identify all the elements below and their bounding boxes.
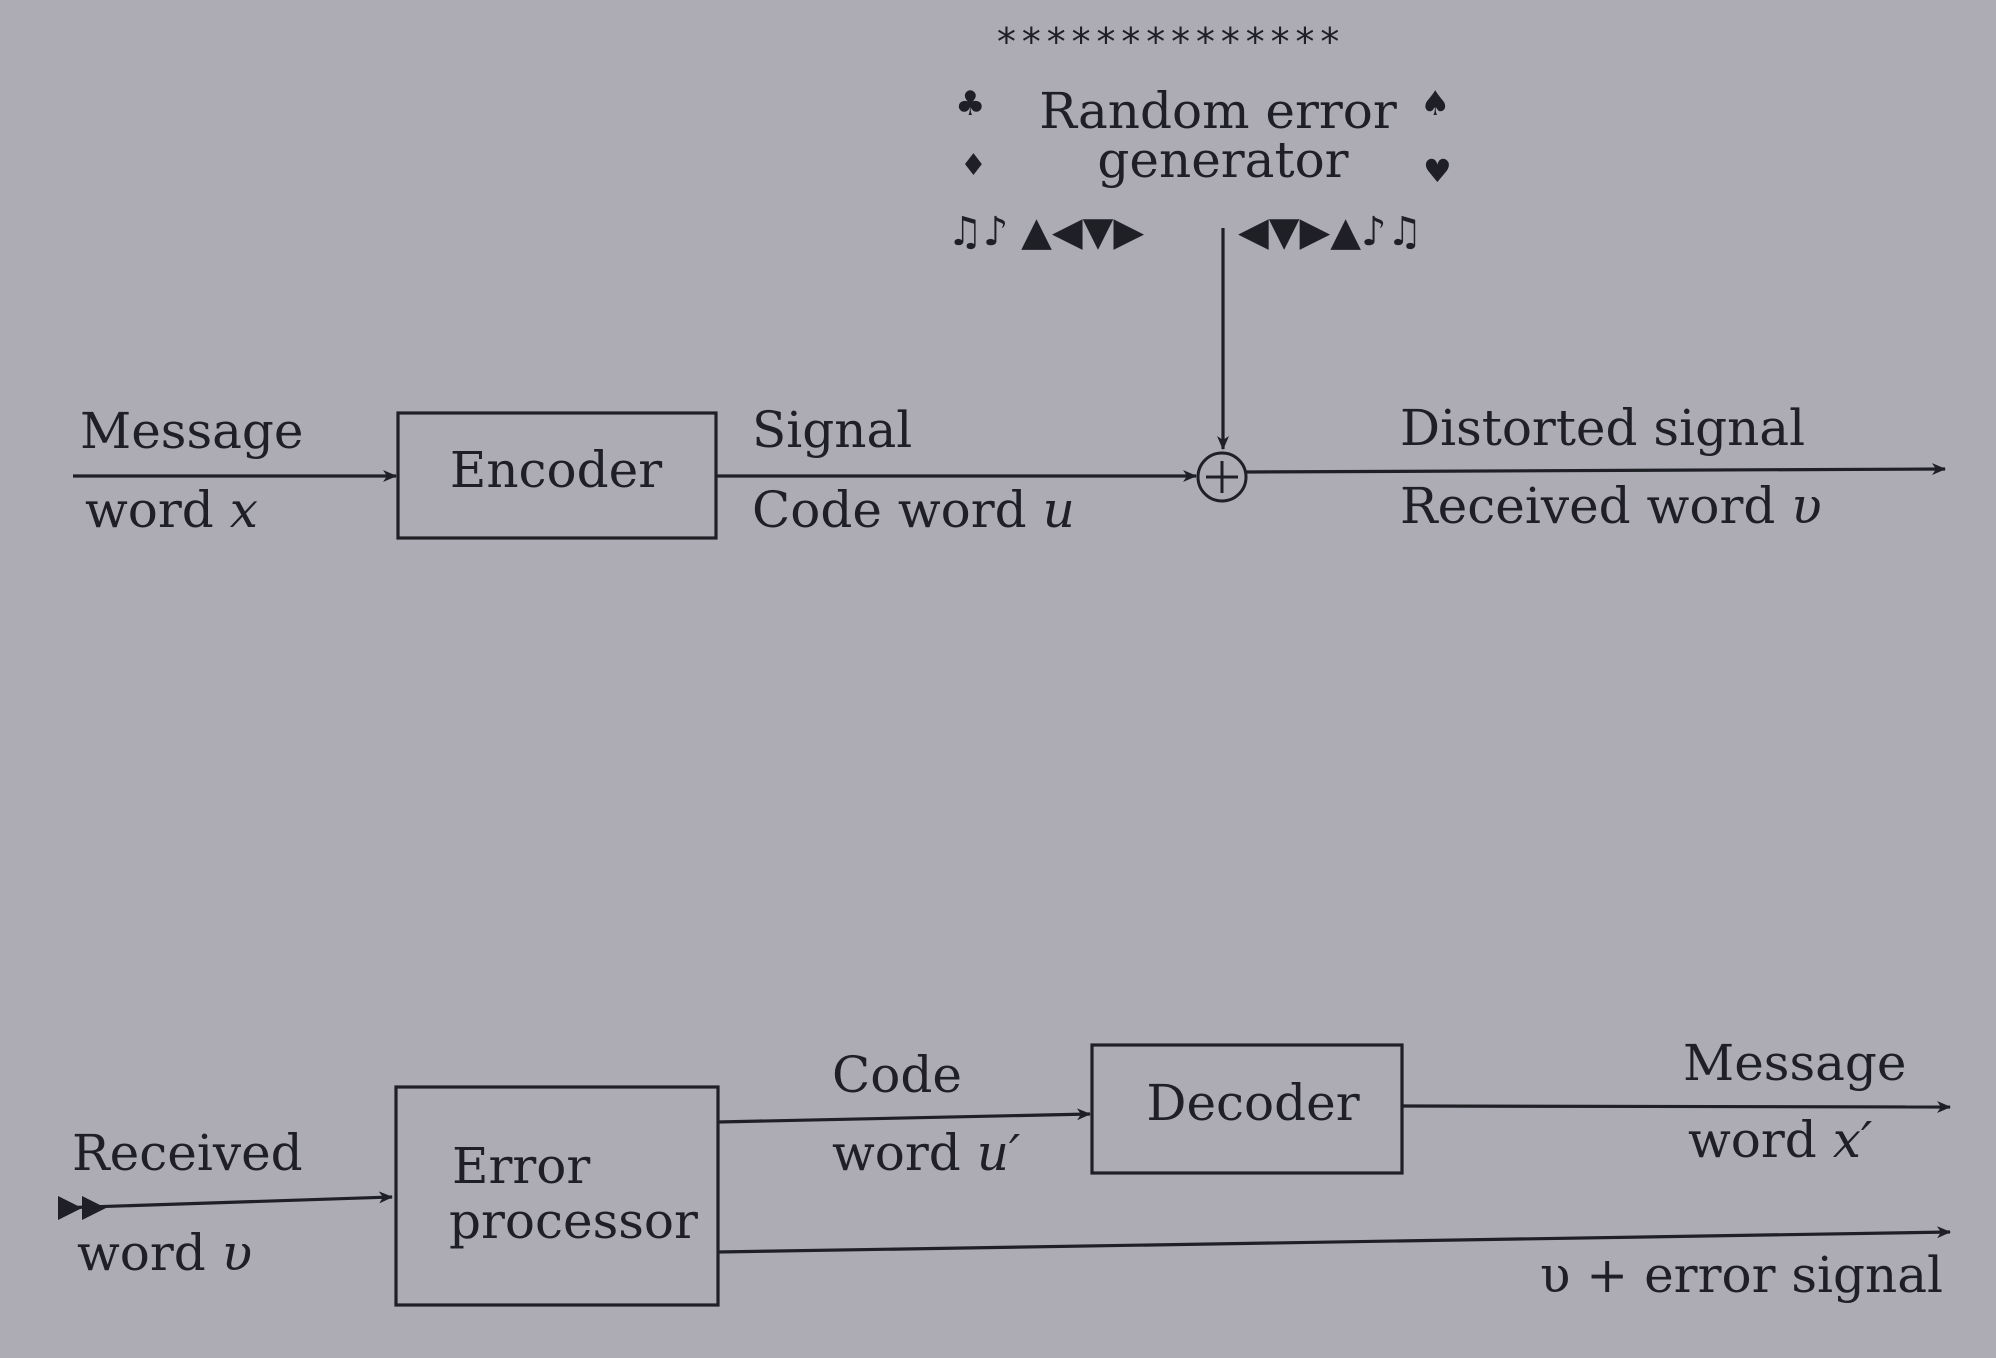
- stars-row: **************: [995, 20, 1343, 64]
- decoder-label: Decoder: [1146, 1074, 1359, 1132]
- adder-icon: [1196, 451, 1248, 503]
- diamond-icon: ♦: [960, 148, 987, 183]
- received-word-label-bottom: word υ: [77, 1224, 252, 1282]
- generator-label-line2: generator: [1097, 131, 1348, 189]
- message-label: Message: [80, 402, 304, 460]
- message-word-text: word: [85, 481, 230, 539]
- message-word-label: word x: [85, 481, 258, 539]
- processor-label-line1: Error: [452, 1137, 590, 1195]
- distorted-signal-label: Distorted signal: [1400, 399, 1805, 457]
- processor-error-output-arrow: [717, 1226, 1951, 1254]
- top-channel: Message word x Encoder Signal Code word …: [73, 399, 1946, 540]
- generator-symbols-right: ◀▼▶▲♪♫: [1238, 209, 1422, 255]
- encoder-label: Encoder: [450, 441, 662, 499]
- message-label-bottom: Message: [1683, 1034, 1907, 1092]
- code-word-text: word: [832, 1124, 977, 1182]
- generator-label-line1: Random error: [1039, 82, 1397, 140]
- code-var: u′: [977, 1124, 1021, 1182]
- generator-symbols-left: ♫♪ ▲◀▼▶: [947, 209, 1144, 255]
- message-var-bottom: x′: [1833, 1111, 1873, 1169]
- decoder-channel: Received word υ Error processor Code wor…: [57, 1034, 1951, 1307]
- adder-output-arrow: [1245, 463, 1946, 476]
- code-label: Code: [832, 1046, 962, 1104]
- received-var-top: υ: [1791, 477, 1821, 535]
- signal-label: Signal: [752, 401, 912, 459]
- codeword-text: Code word: [752, 481, 1043, 539]
- codeword-label: Code word u: [752, 481, 1075, 539]
- received-to-processor-arrow: [57, 1191, 393, 1210]
- processor-to-decoder-arrow: [717, 1108, 1091, 1124]
- received-word-text-top: Received word: [1400, 477, 1791, 535]
- club-icon: ♣: [955, 84, 985, 124]
- heart-icon: ♥: [1423, 152, 1452, 190]
- spade-icon: ♠: [1420, 84, 1450, 124]
- error-processor-box: [394, 1085, 720, 1307]
- codeword-var: u: [1043, 481, 1075, 539]
- received-var-bottom: υ: [222, 1224, 252, 1282]
- received-label: Received: [72, 1124, 303, 1182]
- processor-label-line2: processor: [449, 1192, 698, 1250]
- message-var: x: [230, 481, 258, 539]
- received-word-text-bottom: word: [77, 1224, 222, 1282]
- error-signal-label: υ + error signal: [1540, 1246, 1943, 1304]
- random-error-generator: ************** ♣ ♦ ♠ ♥ Random error gene…: [947, 20, 1452, 255]
- received-word-label-top: Received word υ: [1400, 477, 1822, 535]
- message-word-label-bottom: word x′: [1688, 1111, 1873, 1169]
- message-word-text-bottom: word: [1688, 1111, 1833, 1169]
- code-word-label: word u′: [832, 1124, 1021, 1182]
- decoder-box: [1090, 1043, 1404, 1175]
- decoder-output-arrow: [1401, 1100, 1951, 1113]
